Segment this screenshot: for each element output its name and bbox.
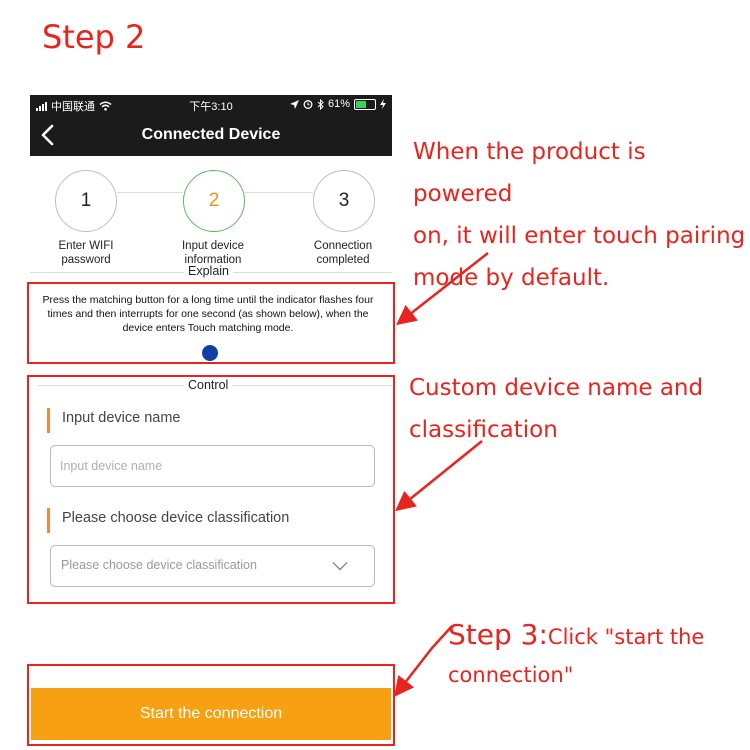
wifi-icon <box>99 101 112 111</box>
indicator-dot <box>202 345 218 361</box>
annotation-line: on, it will enter touch pairing <box>413 223 746 249</box>
step-2-label: Input device information <box>181 240 244 266</box>
status-bar: 中国联通 下午3:10 61% <box>30 95 392 115</box>
arrow-to-start <box>393 625 453 697</box>
step-1-label: Enter WIFI password <box>58 240 114 266</box>
bluetooth-icon <box>317 98 324 110</box>
step-3-circle: 3 <box>313 170 375 232</box>
start-connection-button[interactable]: Start the connection <box>31 688 391 740</box>
step-1-number: 1 <box>80 190 92 211</box>
device-name-input[interactable] <box>50 445 375 487</box>
annotation-step3: Step 3:Click "start the connection" <box>448 618 704 687</box>
step-3-number: 3 <box>338 190 350 211</box>
step-connector-1 <box>117 192 183 193</box>
classification-select[interactable]: Please choose device classification <box>50 545 375 587</box>
start-highlight-box <box>27 664 395 746</box>
step-2-circle: 2 <box>183 170 245 232</box>
battery-fill <box>356 100 366 108</box>
signal-icon <box>36 101 47 111</box>
classification-label: Please choose device classification <box>62 510 290 526</box>
nav-title: Connected Device <box>141 126 281 143</box>
arrow-to-control <box>395 440 483 512</box>
device-name-label: Input device name <box>62 410 181 426</box>
explain-label: Explain <box>184 264 233 278</box>
chevron-left-icon[interactable] <box>38 123 58 147</box>
carrier-name: 中国联通 <box>51 101 95 113</box>
chevron-down-icon <box>332 562 348 571</box>
annotation-line: classification <box>409 417 558 443</box>
annotation-line: When the product is powered <box>413 139 646 207</box>
step3-instruction: Click "start the <box>547 625 705 649</box>
battery-icon <box>354 98 376 110</box>
step-3-label: Connection completed <box>313 240 373 266</box>
classification-placeholder: Please choose device classification <box>61 558 257 572</box>
step3-instruction-line2: connection" <box>448 663 574 687</box>
step-connector-2 <box>245 192 313 193</box>
status-time: 下午3:10 <box>189 101 233 113</box>
explain-text: Press the matching button for a long tim… <box>42 294 374 334</box>
location-icon <box>289 99 299 109</box>
step3-title: Step 3: <box>448 618 548 651</box>
control-label: Control <box>184 378 233 392</box>
control-highlight-box <box>27 375 395 604</box>
explain-highlight-box <box>27 282 395 364</box>
device-name-accent <box>47 408 50 433</box>
alarm-icon <box>303 100 313 109</box>
arrow-to-explain <box>396 252 489 326</box>
annotation-custom-name: Custom device name and classification <box>409 367 703 451</box>
annotation-powered-on: When the product is powered on, it will … <box>413 131 750 299</box>
nav-bar: Connected Device <box>30 115 392 156</box>
annotation-line: Custom device name and <box>409 375 704 401</box>
charging-icon <box>380 99 386 109</box>
battery-percent: 61% <box>327 98 350 110</box>
step-2-number: 2 <box>208 190 220 211</box>
classification-accent <box>47 508 50 533</box>
step-1-circle: 1 <box>55 170 117 232</box>
step2-title: Step 2 <box>42 18 146 56</box>
